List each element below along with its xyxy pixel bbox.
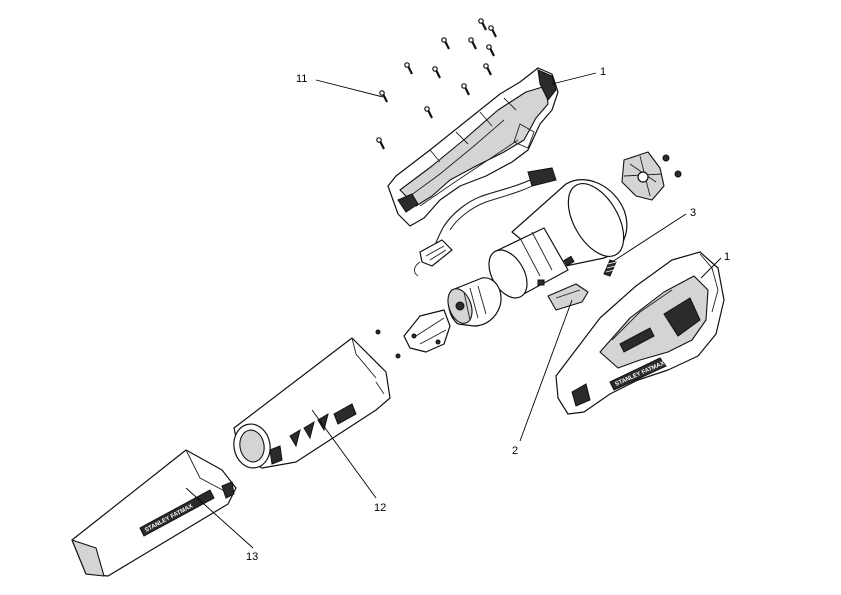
screw	[486, 44, 495, 57]
screw	[461, 83, 470, 96]
callout-1-right: 1	[724, 251, 730, 263]
callout-1-upper: 1	[600, 66, 606, 78]
housing-half-upper	[387, 67, 559, 227]
leader-12	[311, 409, 377, 499]
leader-13	[185, 487, 254, 549]
callout-labels: 11 1 3 1 2 12 13	[246, 66, 730, 563]
leader-2	[519, 299, 573, 442]
fan-housing-cone	[488, 179, 628, 299]
blower-tube	[233, 337, 391, 469]
screw	[478, 18, 487, 31]
screw	[376, 137, 385, 150]
leader-lines	[185, 72, 722, 549]
nose-cone	[375, 309, 451, 359]
screw	[483, 63, 492, 76]
screw	[404, 62, 413, 75]
fan-impeller	[621, 151, 682, 201]
callout-2: 2	[512, 445, 518, 457]
screw	[488, 25, 497, 38]
callout-11: 11	[296, 73, 307, 85]
callout-12: 12	[374, 502, 386, 514]
screw	[432, 66, 441, 79]
screw	[424, 106, 433, 119]
leader-1-right	[700, 257, 722, 279]
screw-set	[376, 18, 497, 150]
spring	[603, 259, 617, 277]
leader-11	[315, 79, 384, 98]
nozzle-extension: STANLEY FATMAX	[71, 449, 237, 577]
leader-3	[611, 213, 687, 263]
motor	[447, 277, 502, 327]
screw	[379, 90, 388, 103]
screw	[468, 37, 477, 50]
switch-trigger	[547, 283, 589, 311]
callout-13: 13	[246, 551, 258, 563]
screw	[441, 37, 450, 50]
housing-half-right: STANLEY FATMAX	[555, 251, 725, 415]
leader-1-upper	[551, 72, 597, 85]
callout-3: 3	[690, 207, 696, 219]
wiring-harness	[413, 167, 557, 277]
